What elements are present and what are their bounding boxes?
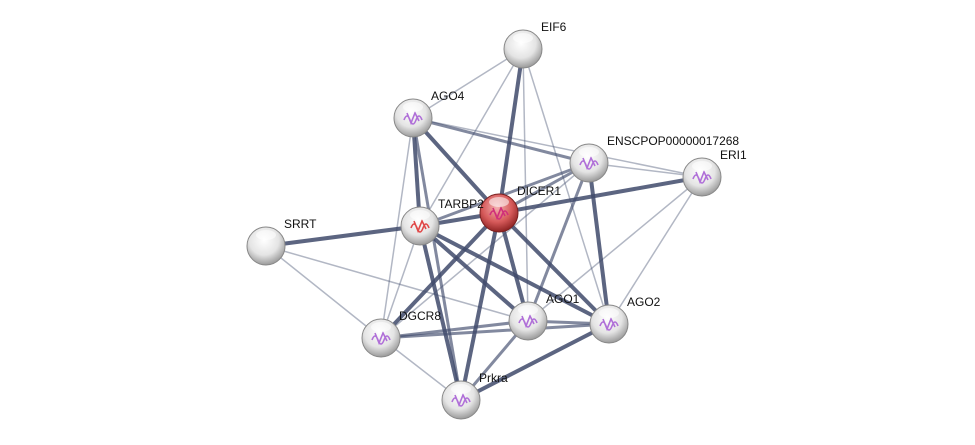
edge-srrt-dgcr8[interactable]: [265, 245, 382, 339]
edge-dicer1-prkra[interactable]: [459, 212, 501, 401]
node-label: AGO4: [431, 89, 465, 103]
node-label: Prkra: [479, 371, 508, 385]
edge-ago4-eri1[interactable]: [412, 117, 703, 178]
edge-ago4-ensc[interactable]: [412, 116, 590, 165]
protein-structure-icon: [371, 331, 391, 346]
edge-ago2-dgcr8[interactable]: [380, 322, 610, 340]
node-label: DICER1: [517, 184, 561, 198]
node-label: DGCR8: [399, 309, 441, 323]
protein-structure-icon: [692, 170, 712, 185]
edge-dicer1-dgcr8[interactable]: [379, 211, 501, 340]
node-ensc[interactable]: ENSCPOP00000017268: [569, 134, 739, 183]
edge-ago4-dicer1[interactable]: [411, 116, 501, 215]
edge-ago2-prkra[interactable]: [460, 322, 610, 402]
node-label: EIF6: [541, 20, 567, 34]
node-highlight: [489, 197, 509, 207]
edge-ensc-ago1[interactable]: [526, 162, 591, 322]
node-highlight: [403, 102, 423, 112]
edge-dicer1-ago2[interactable]: [497, 211, 611, 326]
protein-structure-icon: [518, 314, 538, 329]
edge-tarbp2-ago1[interactable]: [418, 224, 530, 323]
node-label: ERI1: [720, 148, 747, 162]
protein-structure-icon: [489, 206, 509, 221]
edge-srrt-ago1[interactable]: [265, 245, 529, 322]
protein-structure-icon: [403, 111, 423, 126]
protein-structure-icon: [599, 317, 619, 332]
node-prkra[interactable]: Prkra: [441, 371, 508, 420]
node-highlight: [599, 308, 619, 318]
edge-tarbp2-ago2[interactable]: [419, 224, 610, 326]
node-ago1[interactable]: AGO1: [508, 292, 580, 341]
edge-eif6-dicer1[interactable]: [497, 48, 525, 214]
node-highlight: [256, 230, 276, 240]
node-tarbp2[interactable]: TARBP2: [400, 197, 484, 246]
node-highlight: [451, 384, 471, 394]
edge-ensc-ago2[interactable]: [587, 162, 611, 325]
node-highlight: [692, 161, 712, 171]
protein-structure-icon: [579, 156, 599, 171]
node-label: AGO1: [546, 292, 580, 306]
node-srrt[interactable]: SRRT: [246, 217, 317, 266]
protein-structure-icon: [410, 219, 430, 234]
edge-eif6-ago4[interactable]: [412, 48, 524, 119]
node-highlight: [518, 305, 538, 315]
node-highlight: [371, 322, 391, 332]
node-dgcr8[interactable]: DGCR8: [361, 309, 441, 358]
node-highlight: [513, 33, 533, 43]
node-eif6[interactable]: EIF6: [503, 20, 567, 69]
edge-eif6-tarbp2[interactable]: [419, 48, 524, 227]
node-label: TARBP2: [438, 197, 484, 211]
node-eri1[interactable]: ERI1: [682, 148, 747, 197]
node-highlight: [410, 210, 430, 220]
edge-eri1-ago2[interactable]: [608, 176, 703, 325]
node-highlight: [579, 147, 599, 157]
node-ago2[interactable]: AGO2: [589, 295, 661, 344]
edge-ago4-prkra[interactable]: [411, 117, 463, 401]
edge-tarbp2-dgcr8[interactable]: [380, 225, 421, 339]
node-ago4[interactable]: AGO4: [393, 89, 465, 138]
edge-eri1-dicer1[interactable]: [498, 175, 703, 215]
edge-eif6-ago2[interactable]: [522, 48, 610, 325]
node-dicer1[interactable]: DICER1: [479, 184, 561, 233]
node-label: AGO2: [627, 295, 661, 309]
protein-structure-icon: [451, 393, 471, 408]
edge-eif6-ago1[interactable]: [522, 48, 529, 322]
node-label: ENSCPOP00000017268: [607, 134, 739, 148]
node-label: SRRT: [284, 217, 317, 231]
edge-ensc-dgcr8[interactable]: [380, 162, 590, 339]
edge-tarbp2-srrt[interactable]: [265, 224, 421, 248]
edge-tarbp2-prkra[interactable]: [418, 225, 463, 401]
